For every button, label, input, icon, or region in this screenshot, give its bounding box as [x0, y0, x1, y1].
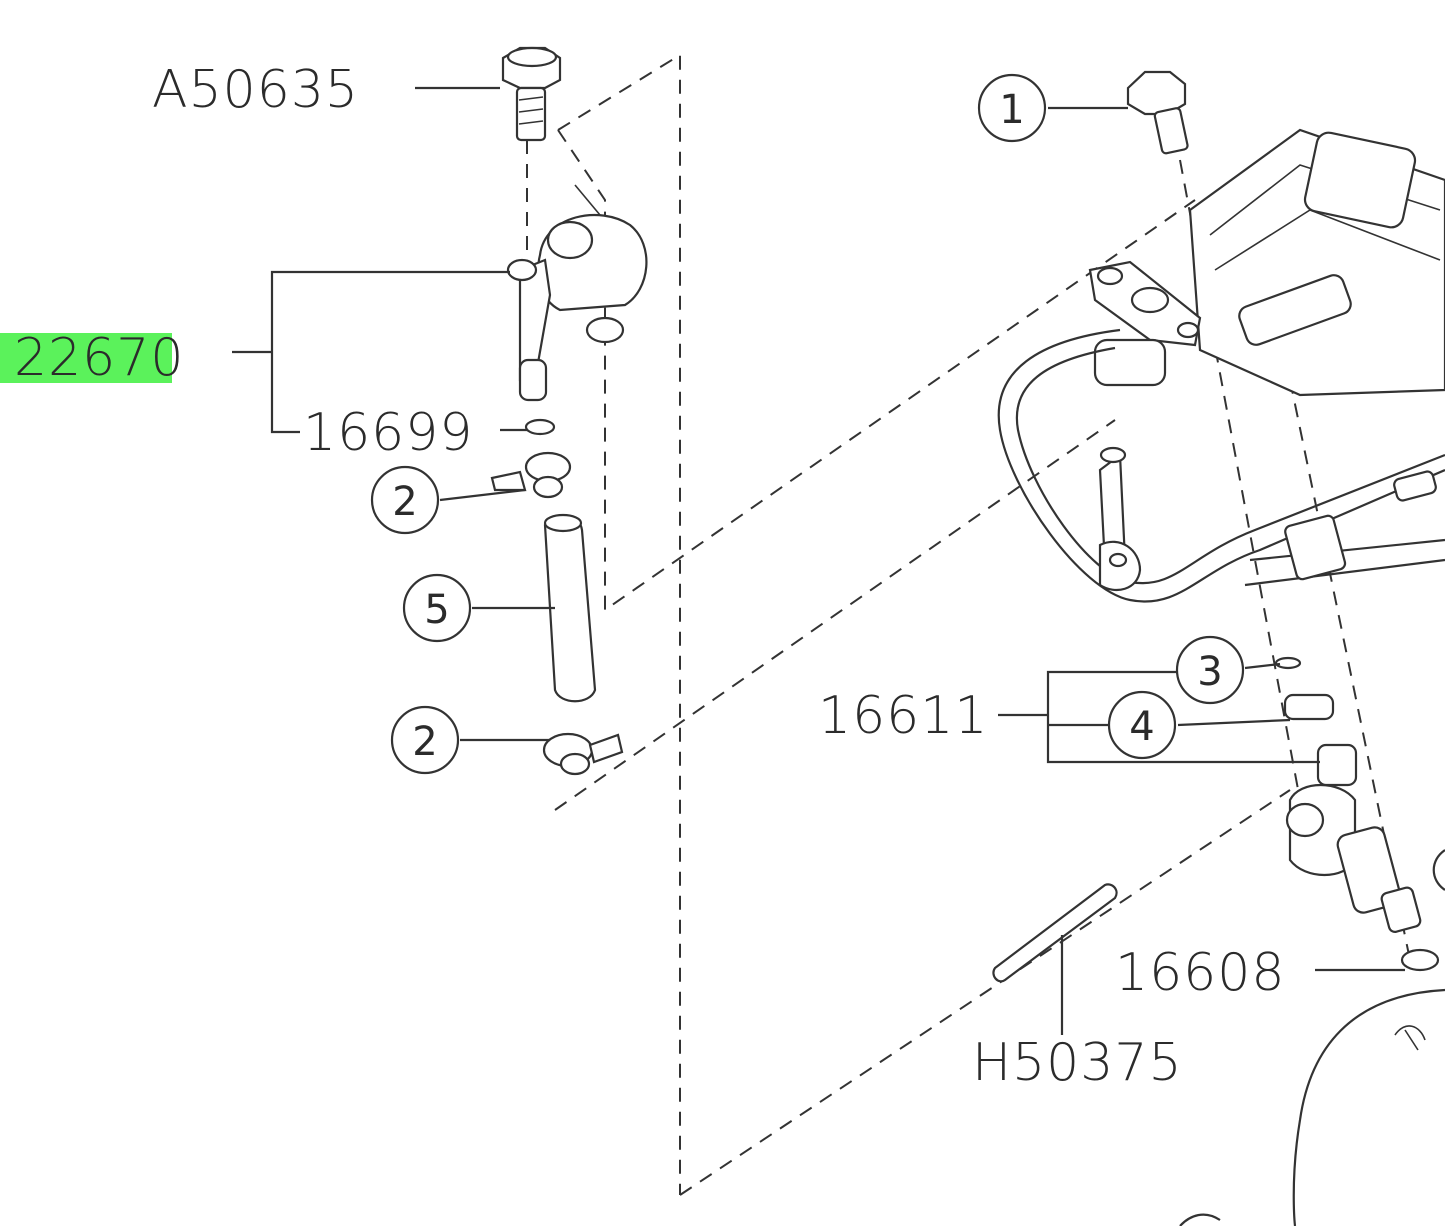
label-22670: 22670: [14, 328, 184, 388]
hose-5: [543, 513, 597, 703]
label-22670-rest: 0: [150, 328, 184, 388]
callout-4: 4: [1129, 704, 1154, 750]
clamp-lower: [542, 732, 624, 776]
label-22670-highlighted: 2267: [14, 328, 150, 388]
callout-circles: [370, 73, 1245, 775]
callout-2-upper: 2: [392, 479, 417, 525]
label-h50375: H50375: [972, 1033, 1183, 1093]
highlight-22670: [0, 333, 172, 383]
clamp-upper: [490, 451, 572, 499]
callout-3: 3: [1197, 649, 1222, 695]
callout-1: 1: [999, 87, 1024, 133]
callout-2-lower: 2: [412, 719, 437, 765]
callout-5: 5: [424, 587, 449, 633]
label-16608: 16608: [1115, 943, 1285, 1003]
leader-lines: [232, 86, 1405, 1035]
pressure-regulator-22670: [506, 184, 648, 436]
fuel-rail-assembly: [992, 70, 1445, 1226]
label-16699: 16699: [303, 403, 473, 463]
label-16611: 16611: [818, 686, 988, 746]
bolt-a50635: [501, 46, 562, 142]
label-a50635: A50635: [152, 60, 359, 120]
